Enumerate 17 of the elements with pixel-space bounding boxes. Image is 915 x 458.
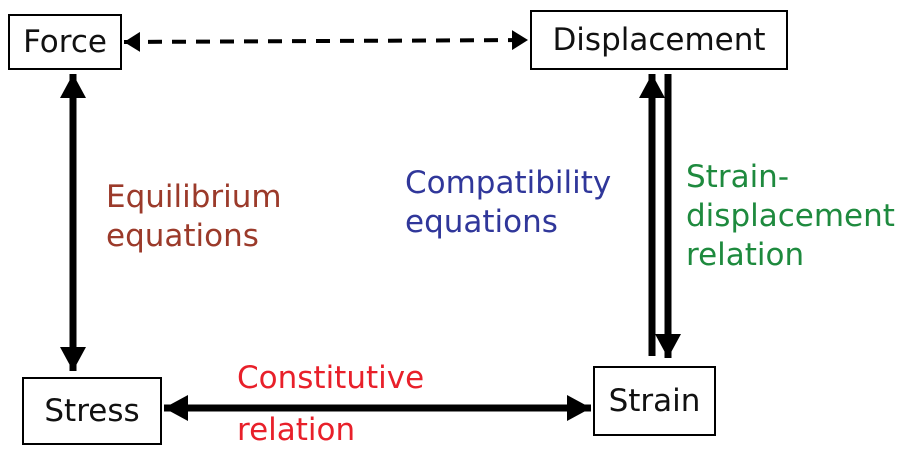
node-box	[22, 377, 162, 445]
arrow	[124, 30, 528, 52]
arrow	[655, 74, 681, 358]
node-box	[530, 10, 788, 70]
edge-label: Equilibrium equations	[106, 178, 283, 256]
edge-label: Constitutive relation	[237, 359, 426, 450]
arrow	[164, 395, 591, 421]
arrow	[639, 74, 665, 356]
node-label: Force	[23, 24, 107, 60]
node-box	[593, 366, 716, 436]
arrow	[60, 74, 86, 371]
edge-label: Strain-displacement relation	[686, 158, 896, 274]
node-box	[8, 14, 122, 70]
node-label: Strain	[608, 383, 700, 419]
node-label: Displacement	[552, 22, 766, 58]
edge-label: Compatibility equations	[405, 164, 612, 242]
node-label: Stress	[44, 393, 140, 429]
